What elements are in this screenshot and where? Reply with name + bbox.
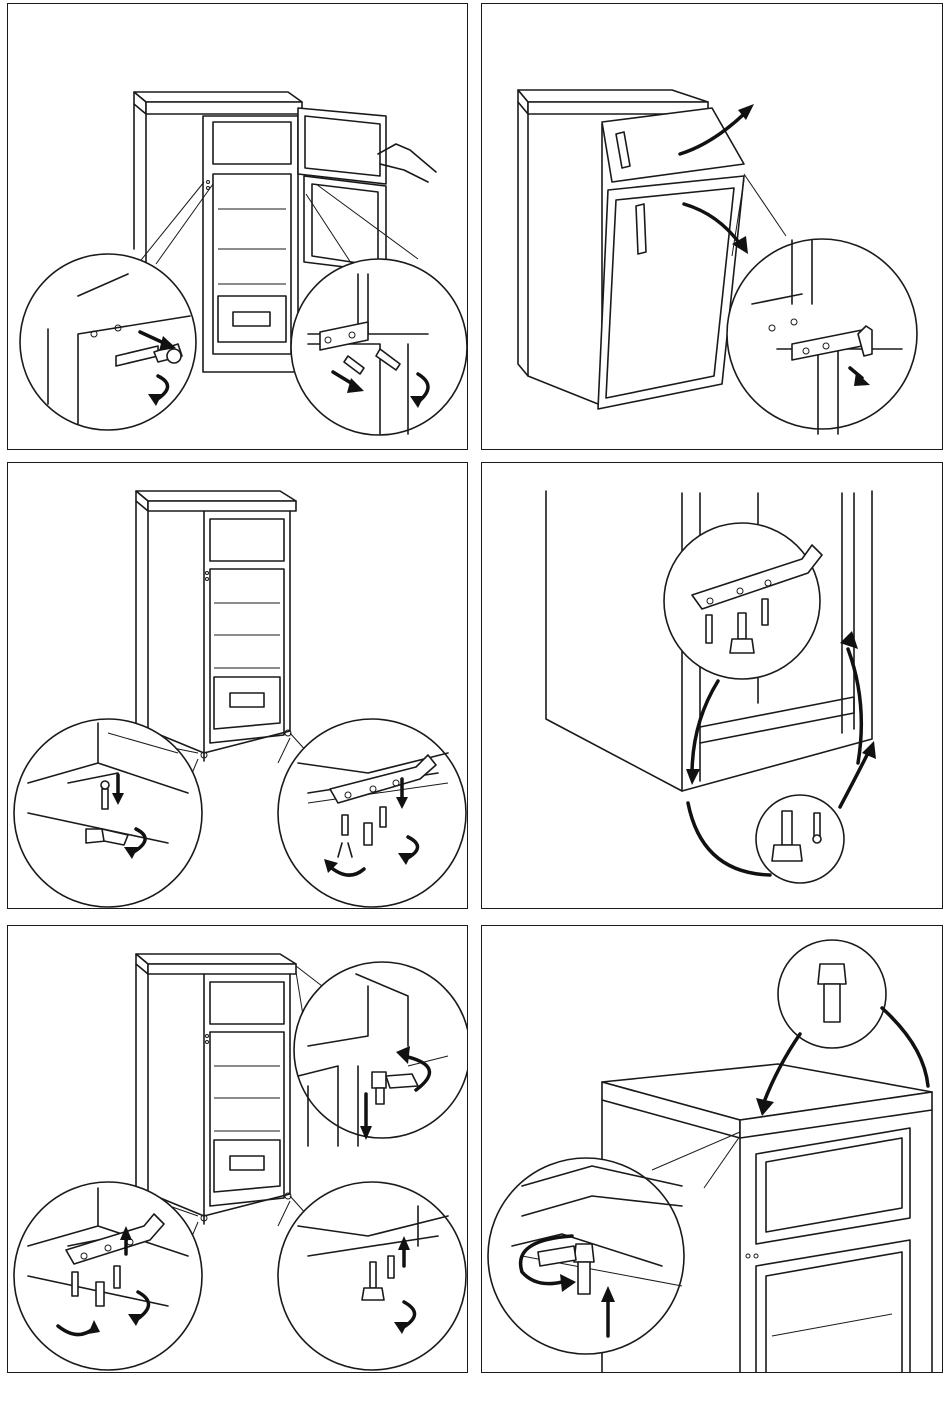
step-3-illustration: [8, 463, 468, 909]
step-5-illustration: [8, 926, 468, 1373]
magnifier-icon: [488, 1132, 740, 1354]
magnifier-icon: [278, 719, 466, 907]
step-5-panel: [7, 925, 468, 1373]
screw-icon: [101, 781, 109, 809]
step-6-illustration: [482, 926, 943, 1373]
step-1-illustration: [8, 4, 468, 450]
refrigerator-icon: [136, 954, 296, 1224]
step-4-illustration: [482, 463, 943, 909]
magnifier-icon: [756, 795, 844, 883]
step-4-panel: [481, 462, 943, 909]
screw-icon: [388, 1256, 394, 1278]
wrench-icon: [386, 1074, 418, 1088]
step-2-illustration: [482, 4, 943, 450]
screw-icon: [813, 813, 821, 843]
refrigerator-icon: [136, 491, 296, 761]
magnifier-icon: [294, 962, 468, 1146]
magnifier-icon: [20, 182, 213, 430]
magnifier-icon: [727, 174, 917, 434]
step-3-panel: [7, 462, 468, 909]
magnifier-icon: [14, 719, 202, 907]
magnifier-icon: [14, 1182, 202, 1370]
door-icon: [298, 108, 386, 272]
magnifier-icon: [664, 523, 820, 679]
step-6-panel: [481, 925, 943, 1373]
step-2-panel: [481, 3, 943, 450]
step-1-panel: [7, 3, 468, 450]
